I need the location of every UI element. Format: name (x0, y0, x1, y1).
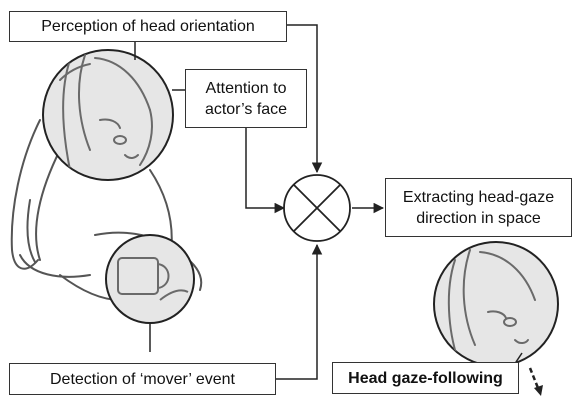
extracting-label-line1: Extracting head-gaze (386, 187, 571, 208)
face-lens (43, 50, 173, 180)
attention-label-line2: actor’s face (186, 99, 306, 120)
perception-label: Perception of head orientation (10, 16, 286, 37)
head-gaze-following-label: Head gaze-following (333, 368, 518, 389)
extracting-box: Extracting head-gaze direction in space (385, 178, 572, 237)
perception-box: Perception of head orientation (9, 11, 287, 42)
extracting-label-line2: direction in space (386, 208, 571, 229)
detection-label: Detection of ‘mover’ event (10, 369, 275, 390)
head-gaze-following-box: Head gaze-following (332, 362, 519, 394)
cup-lens (106, 235, 194, 323)
detection-connector (276, 245, 317, 379)
head-gaze-lens (434, 242, 558, 366)
detection-box: Detection of ‘mover’ event (9, 363, 276, 395)
combiner-node (284, 175, 350, 241)
attention-connector (246, 128, 284, 208)
gaze-direction-arrow (530, 368, 543, 396)
attention-box: Attention to actor’s face (185, 69, 307, 128)
attention-label-line1: Attention to (186, 78, 306, 99)
